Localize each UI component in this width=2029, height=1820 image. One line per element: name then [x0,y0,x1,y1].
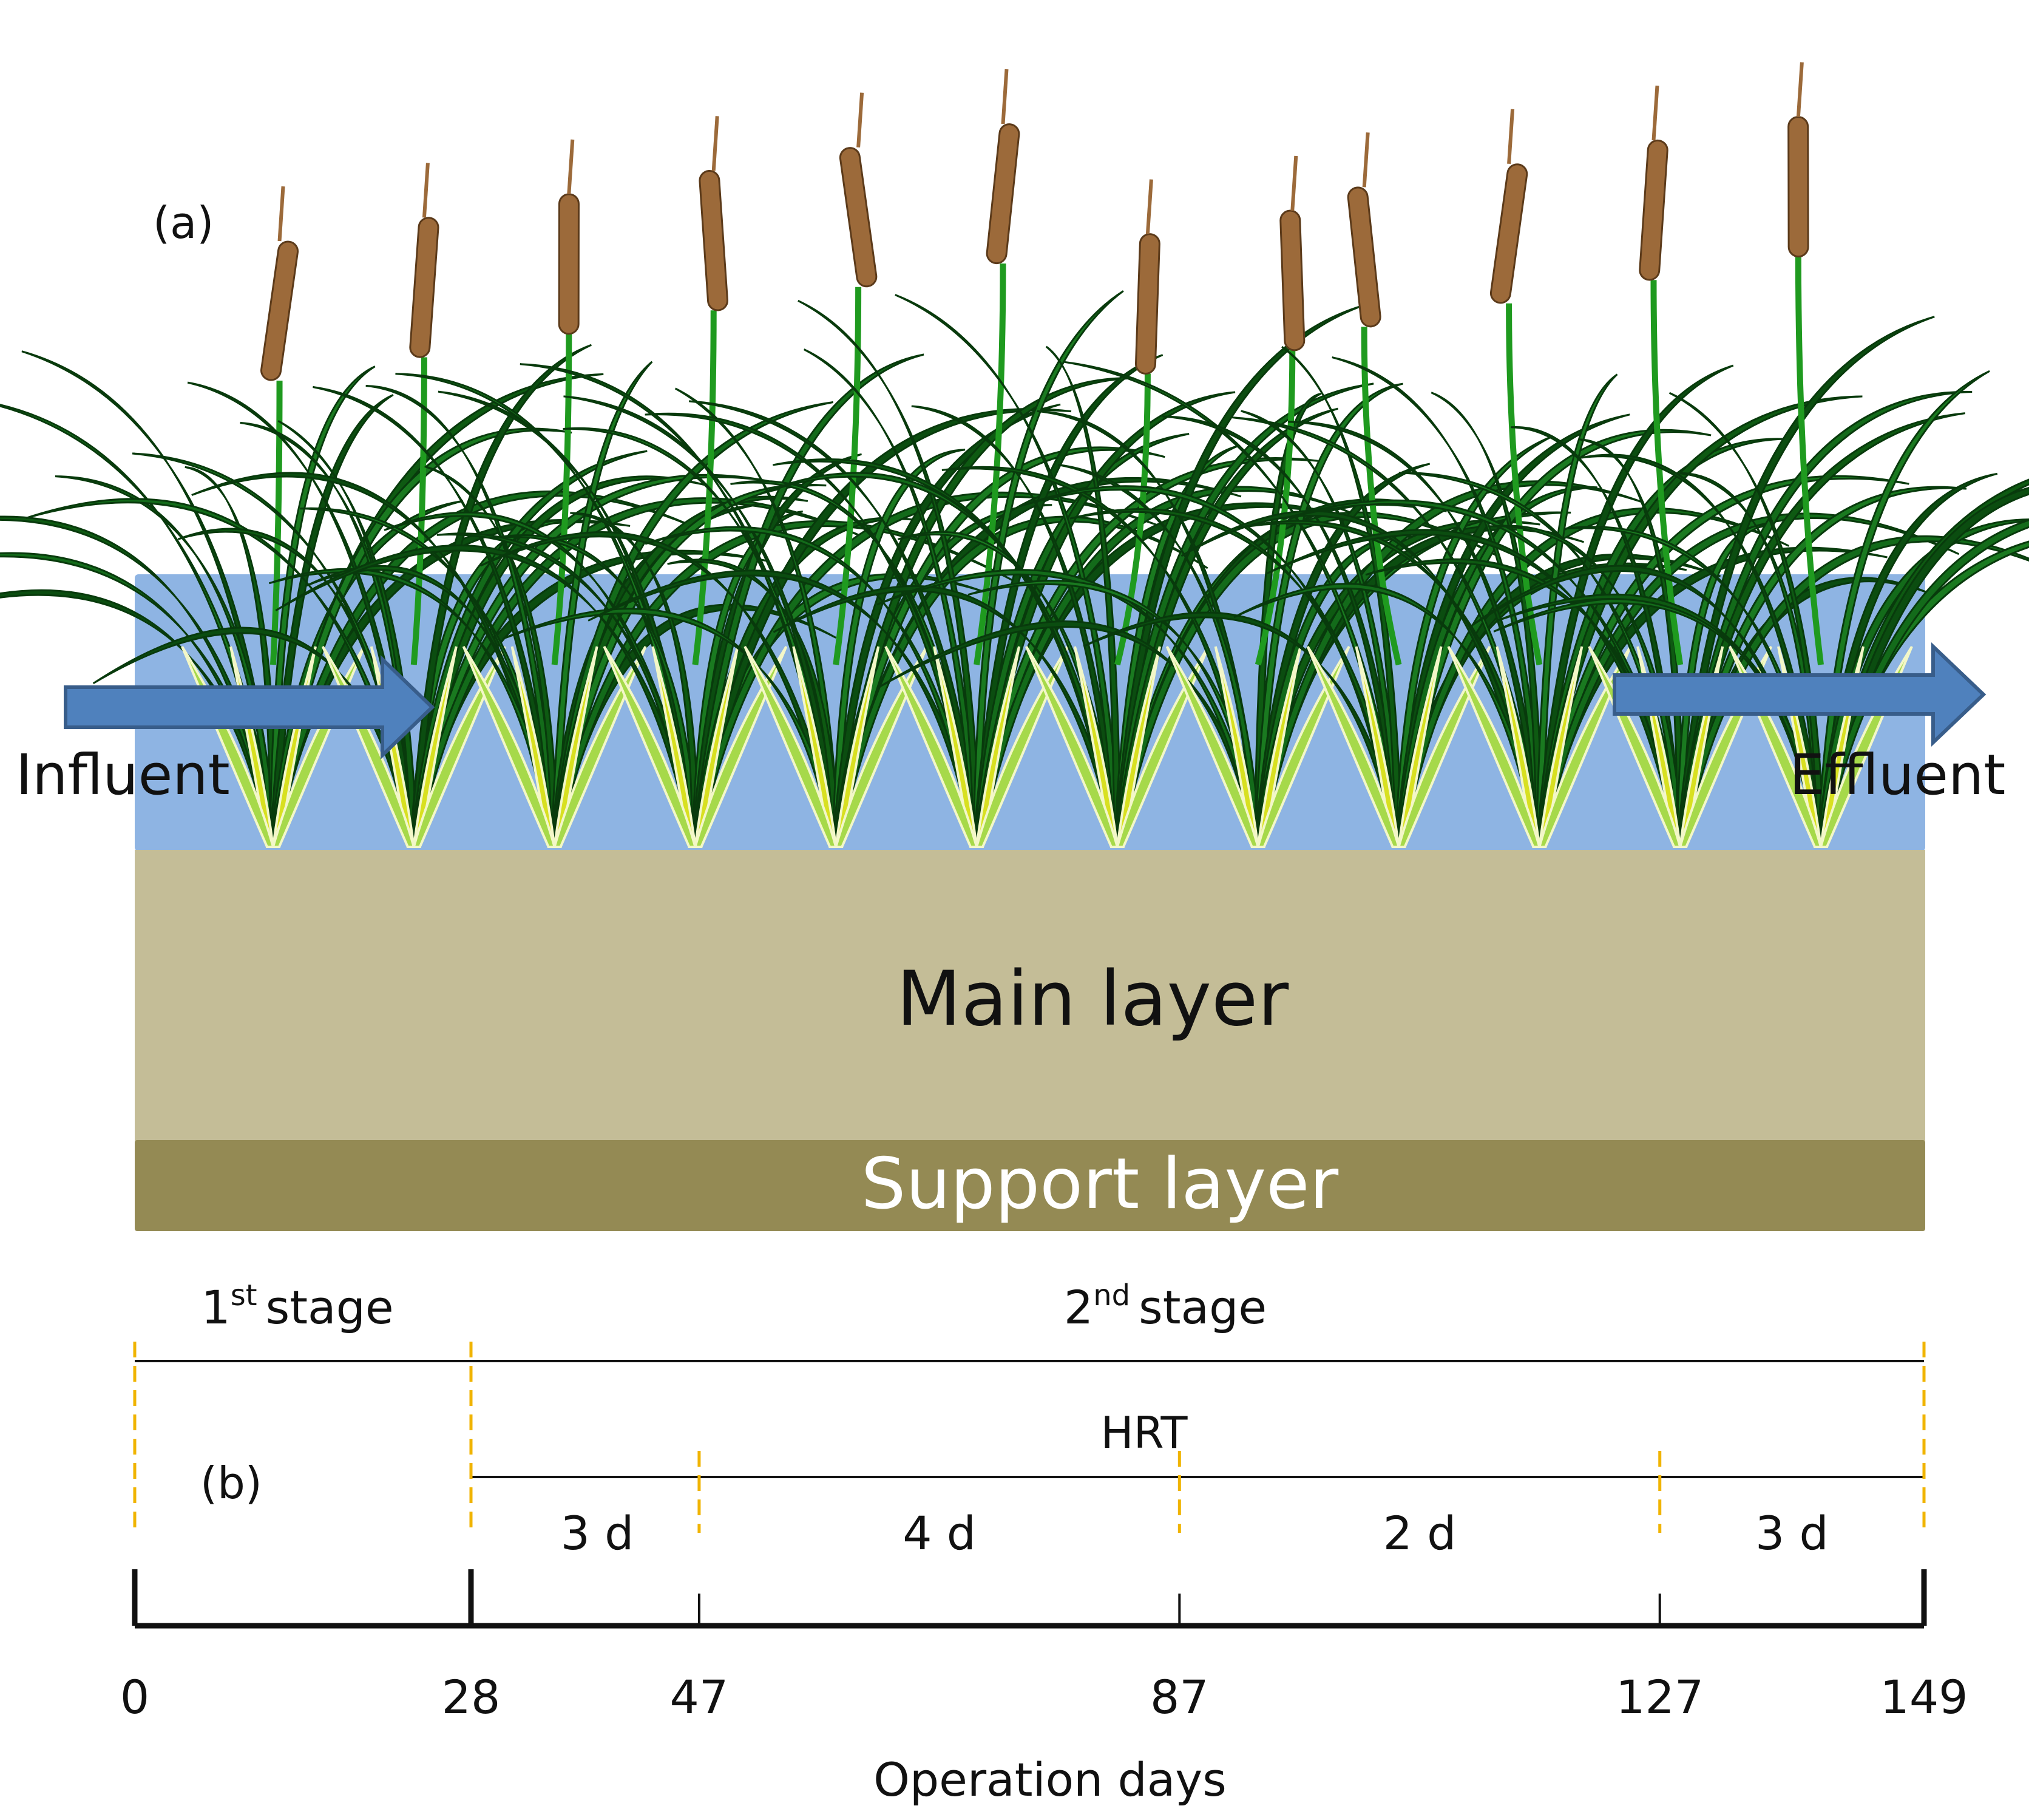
reed-plant [479,92,1242,848]
effluent-arrow [1613,642,1987,747]
reed-plant [1020,132,1790,848]
panel-b-label: (b) [200,1458,262,1509]
reed-plant [588,69,1377,848]
tick-label: 87 [1150,1670,1209,1724]
influent-arrow [64,654,435,760]
hrt-segment-label: 3 d [561,1506,634,1560]
hrt-segment-label: 4 d [903,1506,976,1560]
hrt-segments: 3 d 4 d 2 d 3 d [561,1506,1829,1560]
tick-label: 28 [442,1670,501,1724]
panel-a: (a) Influent Effluent Main layer Support… [0,62,2029,1231]
dashed-markers [133,1342,1926,1533]
support-layer [135,1140,1925,1231]
support-layer-label: Support layer [861,1143,1339,1225]
main-layer-label: Main layer [896,956,1289,1043]
tick-label: 47 [670,1670,729,1724]
effluent-label: Effluent [1789,742,2005,807]
influent-label: Influent [16,742,230,807]
tick-label: 0 [120,1670,149,1724]
reed-plant [191,139,1014,848]
hrt-label: HRT [1101,1407,1188,1458]
reed-plant [0,186,697,848]
axis-label: Operation days [873,1753,1227,1807]
tick-label: 149 [1880,1670,1968,1724]
reed-plants [0,62,2029,848]
hrt-segment-label: 2 d [1383,1506,1457,1560]
tick-label: 127 [1616,1670,1704,1724]
panel-a-label: (a) [153,197,214,248]
axis-ticks: 0 28 47 87 127 149 [120,1569,1968,1724]
hrt-segment-label: 3 d [1755,1506,1829,1560]
main-layer [135,850,1925,1141]
